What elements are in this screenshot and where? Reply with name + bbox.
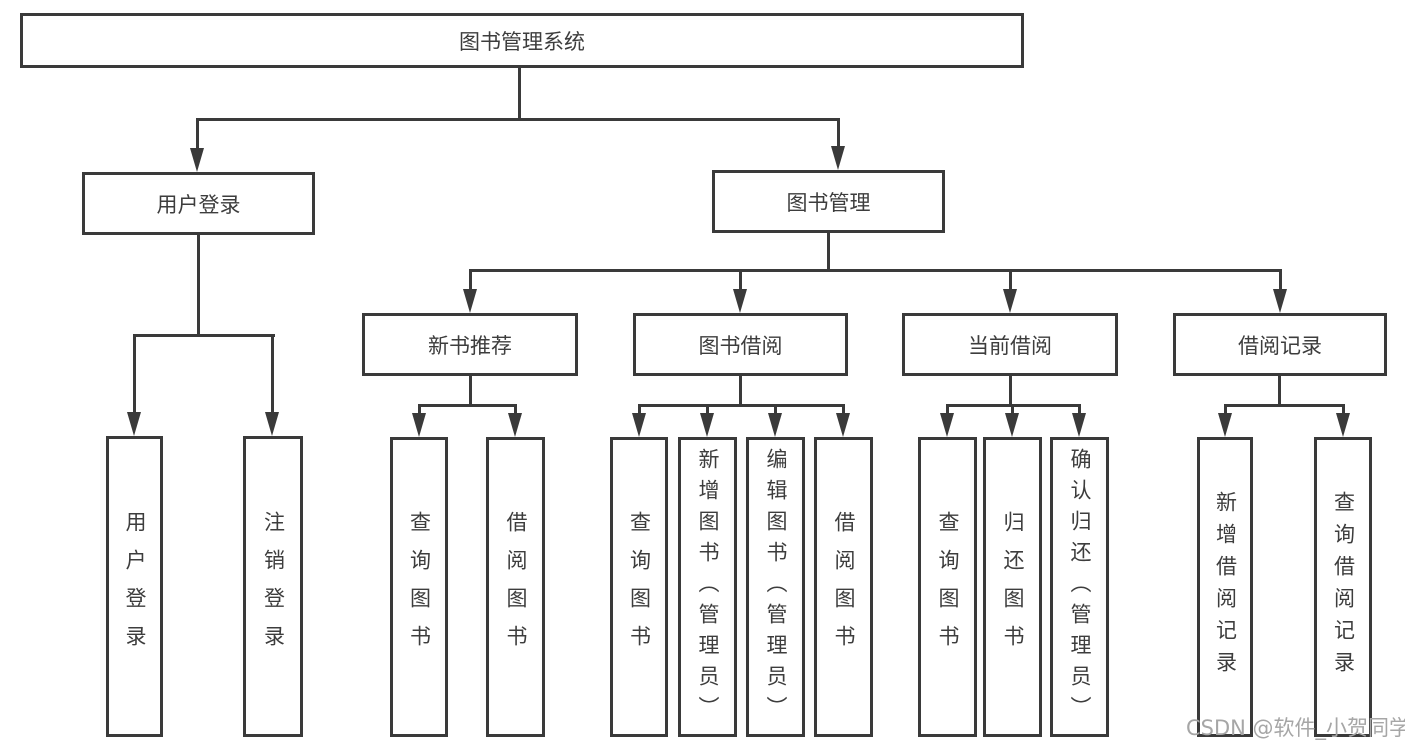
leaf-add-borrow-record: 新增借阅记录 (1197, 437, 1253, 737)
node-root: 图书管理系统 (20, 13, 1024, 68)
connector (518, 68, 521, 119)
connector (706, 404, 709, 418)
connector (1009, 376, 1012, 407)
leaf-borrow-books-label: 借阅图书 (832, 511, 856, 663)
leaf-borrow-books-recommend: 借阅图书 (486, 437, 545, 737)
leaf-query-books-current: 查询图书 (918, 437, 977, 737)
leaf-query-books-borrow: 查询图书 (610, 437, 668, 737)
arrowhead-icon (831, 146, 845, 170)
leaf-query-books-recommend-label: 查询图书 (407, 511, 432, 663)
csdn-watermark: CSDN @软件_小贺同学 (1186, 716, 1405, 740)
connector (827, 233, 830, 272)
node-new-book-recommend: 新书推荐 (362, 313, 578, 376)
connector (469, 269, 1282, 272)
leaf-query-books-recommend: 查询图书 (390, 437, 448, 737)
arrowhead-icon (1218, 413, 1232, 437)
node-current-borrow-label: 当前借阅 (968, 333, 1052, 358)
node-borrow-records: 借阅记录 (1173, 313, 1387, 376)
leaf-edit-books-admin: 编辑图书（管理员） (746, 437, 805, 737)
leaf-query-borrow-record: 查询借阅记录 (1314, 437, 1372, 737)
arrowhead-icon (463, 289, 477, 313)
leaf-add-books-admin: 新增图书（管理员） (678, 437, 737, 737)
node-book-borrow: 图书借阅 (633, 313, 848, 376)
connector (638, 404, 641, 418)
arrowhead-icon (836, 413, 850, 437)
connector (1009, 269, 1012, 291)
connector (133, 334, 275, 337)
leaf-query-books-borrow-label: 查询图书 (627, 511, 652, 663)
node-root-label: 图书管理系统 (459, 29, 585, 54)
arrowhead-icon (1003, 289, 1017, 313)
arrowhead-icon (1273, 289, 1287, 313)
leaf-edit-books-admin-label: 编辑图书（管理员） (764, 447, 788, 727)
connector (1342, 404, 1345, 418)
leaf-user-login-label: 用户登录 (123, 510, 147, 663)
leaf-return-books-label: 归还图书 (1001, 511, 1025, 663)
leaf-user-login: 用户登录 (106, 436, 163, 737)
leaf-logout-login: 注销登录 (243, 436, 303, 737)
connector (1224, 404, 1345, 407)
leaf-query-books-current-label: 查询图书 (936, 511, 960, 663)
leaf-confirm-return-admin-label: 确认归还（管理员） (1068, 447, 1092, 727)
node-current-borrow: 当前借阅 (902, 313, 1118, 376)
connector (946, 404, 949, 418)
arrowhead-icon (940, 413, 954, 437)
connector (196, 118, 840, 121)
arrowhead-icon (1336, 413, 1350, 437)
node-book-management: 图书管理 (712, 170, 945, 233)
arrowhead-icon (632, 413, 646, 437)
connector (1278, 376, 1281, 407)
connector (271, 334, 274, 414)
node-book-management-label: 图书管理 (786, 190, 871, 215)
leaf-borrow-books-recommend-label: 借阅图书 (504, 511, 528, 663)
connector (1078, 404, 1081, 418)
node-new-book-recommend-label: 新书推荐 (428, 333, 512, 358)
arrowhead-icon (1005, 413, 1019, 437)
connector (739, 376, 742, 407)
connector (197, 235, 200, 336)
arrowhead-icon (127, 412, 141, 436)
connector (1224, 404, 1227, 418)
node-user-login: 用户登录 (82, 172, 315, 235)
arrowhead-icon (265, 412, 279, 436)
arrowhead-icon (1072, 413, 1086, 437)
node-borrow-records-label: 借阅记录 (1238, 333, 1322, 358)
connector (837, 118, 840, 148)
leaf-confirm-return-admin: 确认归还（管理员） (1050, 437, 1109, 737)
connector (514, 404, 517, 418)
connector (418, 404, 421, 418)
leaf-return-books: 归还图书 (983, 437, 1042, 737)
connector (1011, 404, 1014, 418)
connector (842, 404, 845, 418)
connector (418, 404, 517, 407)
arrowhead-icon (733, 289, 747, 313)
leaf-borrow-books: 借阅图书 (814, 437, 873, 737)
leaf-add-borrow-record-label: 新增借阅记录 (1213, 491, 1238, 683)
arrowhead-icon (508, 413, 522, 437)
connector (133, 334, 136, 414)
leaf-add-books-admin-label: 新增图书（管理员） (696, 447, 720, 727)
node-user-login-label: 用户登录 (156, 192, 241, 217)
connector (1279, 269, 1282, 291)
connector (196, 118, 199, 148)
connector (739, 269, 742, 291)
arrowhead-icon (412, 413, 426, 437)
arrowhead-icon (190, 148, 204, 172)
connector (469, 376, 472, 407)
node-book-borrow-label: 图书借阅 (698, 333, 783, 358)
connector (638, 404, 845, 407)
connector (469, 269, 472, 291)
leaf-query-borrow-record-label: 查询借阅记录 (1331, 491, 1356, 683)
connector (774, 404, 777, 418)
arrowhead-icon (700, 413, 714, 437)
leaf-logout-login-label: 注销登录 (261, 510, 286, 663)
arrowhead-icon (768, 413, 782, 437)
